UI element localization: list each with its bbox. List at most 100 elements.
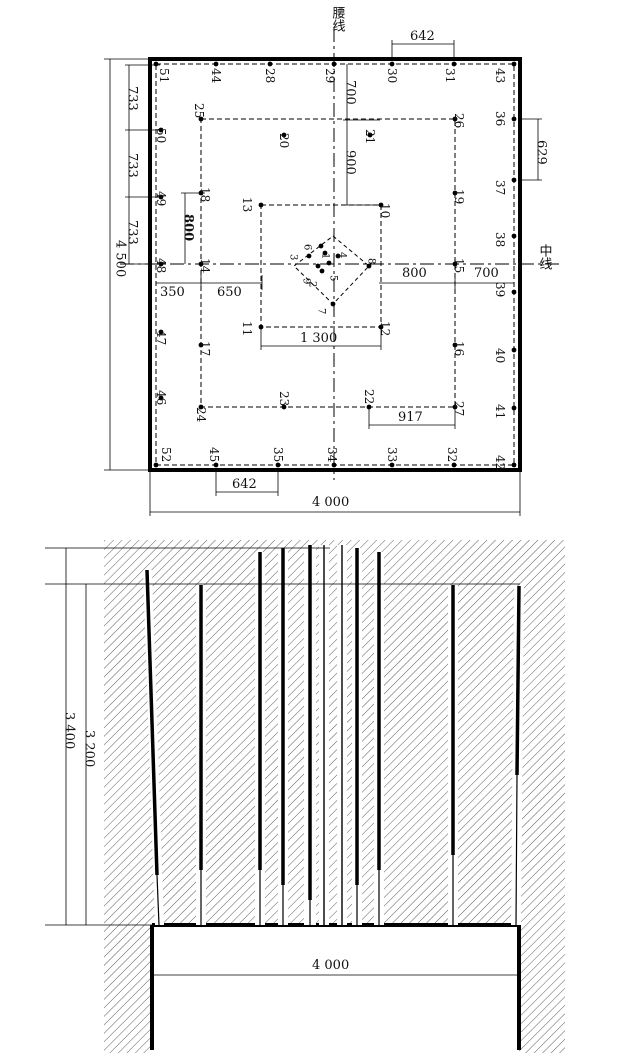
hole-label: 33 xyxy=(385,447,399,462)
hole-34: 34 xyxy=(325,447,339,468)
dim-3200: 3 200 xyxy=(82,730,97,767)
dim-800-right: 800 xyxy=(402,266,427,281)
plan-inner-dashed xyxy=(260,204,382,328)
hole-dot xyxy=(213,462,219,468)
hole-dot xyxy=(366,263,372,269)
hole-12: 12 xyxy=(378,321,392,336)
hole-10: 10 xyxy=(378,202,392,218)
hole-dot xyxy=(198,342,204,348)
hole-29: 29 xyxy=(323,61,337,83)
hole-39: 39 xyxy=(493,282,517,297)
rock-hatch-main xyxy=(104,540,565,925)
hole-label: 7 xyxy=(316,308,327,314)
hole-dot xyxy=(511,347,517,353)
dim-733-b: 733 xyxy=(125,153,140,178)
hole-dot xyxy=(153,462,159,468)
hole-42: 42 xyxy=(493,455,517,470)
hole-5: 5 xyxy=(326,260,339,281)
hole-17: 17 xyxy=(198,341,212,356)
hole-6: 6 xyxy=(302,243,324,250)
hole-dot xyxy=(378,202,384,208)
hole-label: 6 xyxy=(302,244,313,250)
hole-dot xyxy=(315,263,321,269)
hole-dot xyxy=(318,243,324,249)
hole-label: 9 xyxy=(301,278,312,284)
hole-20: 20 xyxy=(277,132,291,148)
hole-dot xyxy=(258,202,264,208)
hole-label: 50 xyxy=(154,128,168,143)
hole-label: 44 xyxy=(209,68,223,84)
hole-2: 2 xyxy=(307,268,325,287)
dim-800-left: 800 xyxy=(181,214,196,241)
hole-16: 16 xyxy=(452,341,466,356)
plan-dimension-texts: 4 500 4 000 642 642 733 733 733 700 900 … xyxy=(113,29,549,510)
hole-label: 27 xyxy=(452,401,466,416)
hole-label: 41 xyxy=(493,404,507,419)
label-yaoxian: 腰线 xyxy=(330,6,346,32)
dim-650: 650 xyxy=(217,285,242,300)
section-view: 3 400 3 200 4 000 xyxy=(45,540,565,1055)
hole-label: 20 xyxy=(277,133,291,148)
hole-label: 45 xyxy=(207,447,221,462)
hole-label: 18 xyxy=(198,187,212,202)
section-dimension-lines xyxy=(45,547,520,976)
hole-label: 48 xyxy=(154,258,168,273)
hole-18: 18 xyxy=(198,187,212,202)
hole-label: 40 xyxy=(493,348,507,363)
hole-30: 30 xyxy=(385,61,399,83)
hole-31: 31 xyxy=(443,61,457,83)
hole-25: 25 xyxy=(192,103,206,122)
hole-28: 28 xyxy=(263,61,277,83)
hole-label: 5 xyxy=(328,275,339,281)
hole-13: 13 xyxy=(240,197,264,212)
hole-label: 2 xyxy=(307,281,318,287)
hole-label: 43 xyxy=(493,68,507,83)
hole-label: 3 xyxy=(288,254,299,260)
dim-3400: 3 400 xyxy=(62,712,77,749)
tunnel-opening xyxy=(152,925,519,1055)
hole-14: 14 xyxy=(198,258,212,274)
plan-dimension-lines xyxy=(104,40,542,516)
hole-24: 24 xyxy=(194,404,208,423)
hole-47: 47 xyxy=(154,329,168,345)
hole-1: 1 xyxy=(320,250,331,259)
hole-37: 37 xyxy=(493,177,517,195)
hole-51: 51 xyxy=(153,61,171,83)
label-zhongxian: 中线 xyxy=(537,244,553,270)
dim-4000-section: 4 000 xyxy=(312,958,349,973)
hole-dot xyxy=(331,462,337,468)
hole-dot xyxy=(452,190,458,196)
dim-1300: 1 300 xyxy=(300,331,337,346)
hole-dot xyxy=(158,127,164,133)
dim-900: 900 xyxy=(343,150,358,175)
hole-4: 4 xyxy=(335,252,348,259)
hole-15: 15 xyxy=(452,258,466,273)
hole-label: 15 xyxy=(452,258,466,273)
hole-dot xyxy=(452,404,458,410)
hole-dot xyxy=(451,462,457,468)
hole-dot xyxy=(306,253,312,259)
hole-dot xyxy=(511,289,517,295)
dim-700-right: 700 xyxy=(474,266,499,281)
hole-label: 51 xyxy=(157,68,171,83)
hole-dot xyxy=(281,404,287,410)
hole-label: 47 xyxy=(154,330,168,345)
hole-dot xyxy=(326,260,332,266)
hole-35: 35 xyxy=(271,447,285,468)
hole-9: 9 xyxy=(301,263,321,284)
hole-dot xyxy=(198,190,204,196)
hole-label: 21 xyxy=(363,129,377,144)
hole-11: 11 xyxy=(240,321,264,336)
hole-label: 36 xyxy=(493,111,507,126)
hole-label: 37 xyxy=(493,180,507,195)
hole-19: 19 xyxy=(452,189,466,204)
hole-dot xyxy=(511,233,517,239)
hole-dot xyxy=(511,405,517,411)
hole-dot xyxy=(378,324,384,330)
hole-label: 16 xyxy=(452,341,466,356)
hole-dot xyxy=(319,268,325,274)
hole-dot xyxy=(331,61,337,67)
hole-52: 52 xyxy=(153,447,173,468)
hole-dot xyxy=(258,324,264,330)
